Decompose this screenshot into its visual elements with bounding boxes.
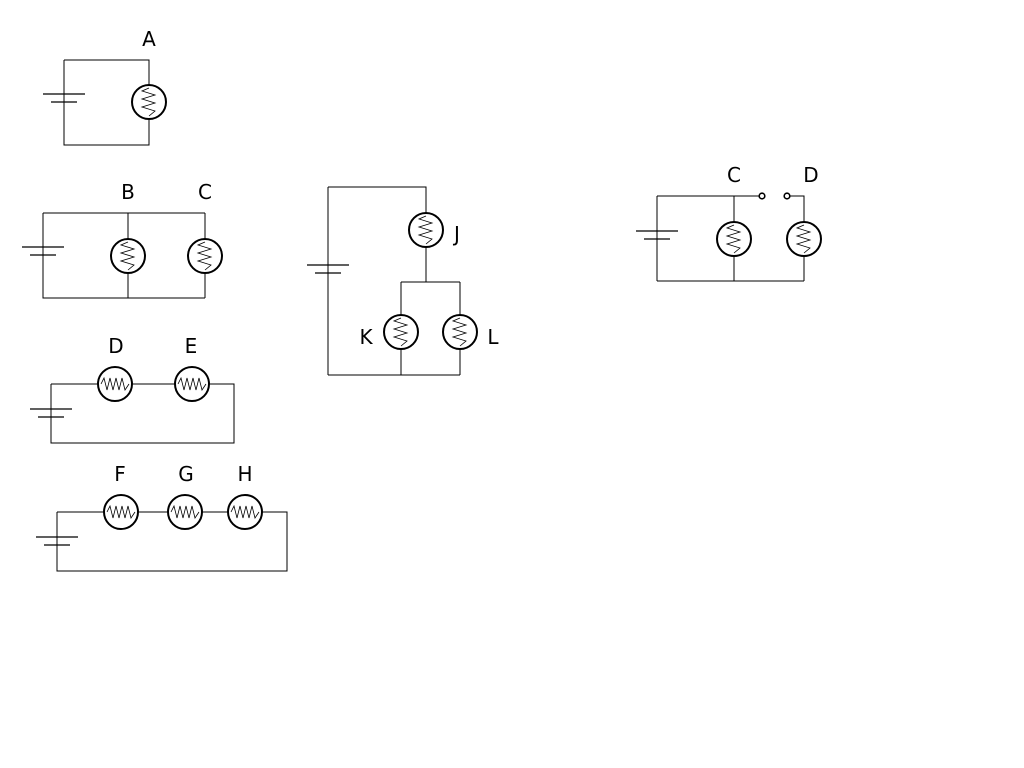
label-e: E bbox=[185, 334, 198, 358]
label-j: J bbox=[452, 222, 460, 246]
switch-terminal-right bbox=[783, 192, 791, 200]
wire bbox=[42, 212, 206, 299]
circuit-single-bulb: A bbox=[43, 27, 167, 146]
bulb-h bbox=[227, 494, 263, 530]
filament-h bbox=[230, 504, 260, 519]
label-l: L bbox=[487, 325, 499, 349]
label-k: K bbox=[359, 325, 373, 349]
bulb-switch-c bbox=[716, 221, 752, 257]
bulb-e bbox=[174, 366, 210, 402]
bulb-d bbox=[97, 366, 133, 402]
label-switch-c: C bbox=[727, 163, 741, 187]
filament-d bbox=[100, 376, 130, 391]
filament-switch-d bbox=[795, 224, 812, 254]
label-h: H bbox=[237, 462, 252, 486]
label-c: C bbox=[198, 180, 212, 204]
bulb-k bbox=[383, 314, 419, 350]
label-g: G bbox=[178, 462, 194, 486]
bulb-a bbox=[131, 84, 167, 120]
wire bbox=[327, 186, 461, 376]
circuit-series-fgh: F G H bbox=[36, 462, 288, 572]
bulb-f bbox=[103, 494, 139, 530]
filament-g bbox=[170, 504, 200, 519]
filament-switch-c bbox=[725, 224, 742, 254]
wire bbox=[56, 511, 288, 572]
filament-b bbox=[119, 241, 136, 271]
label-b: B bbox=[121, 180, 135, 204]
wire bbox=[656, 195, 805, 282]
filament-k bbox=[392, 317, 409, 347]
filament-c bbox=[196, 241, 213, 271]
filament-l bbox=[451, 317, 468, 347]
filament-e bbox=[177, 376, 207, 391]
switch-terminal-left bbox=[758, 192, 766, 200]
circuit-parallel-bc: B C bbox=[22, 180, 223, 299]
circuit-combination-jkl: J K L bbox=[307, 186, 499, 376]
label-switch-d: D bbox=[803, 163, 818, 187]
bulb-switch-d bbox=[786, 221, 822, 257]
bulb-g bbox=[167, 494, 203, 530]
bulb-l bbox=[442, 314, 478, 350]
circuit-series-de: D E bbox=[30, 334, 235, 444]
filament-j bbox=[417, 215, 434, 245]
wire bbox=[50, 383, 235, 444]
label-d: D bbox=[108, 334, 123, 358]
filament-a bbox=[140, 87, 157, 117]
circuit-parallel-switch: C D bbox=[636, 163, 822, 282]
bulb-b bbox=[110, 238, 146, 274]
label-a: A bbox=[142, 27, 156, 51]
filament-f bbox=[106, 504, 136, 519]
bulb-c bbox=[187, 238, 223, 274]
bulb-j bbox=[408, 212, 444, 248]
label-f: F bbox=[114, 462, 126, 486]
